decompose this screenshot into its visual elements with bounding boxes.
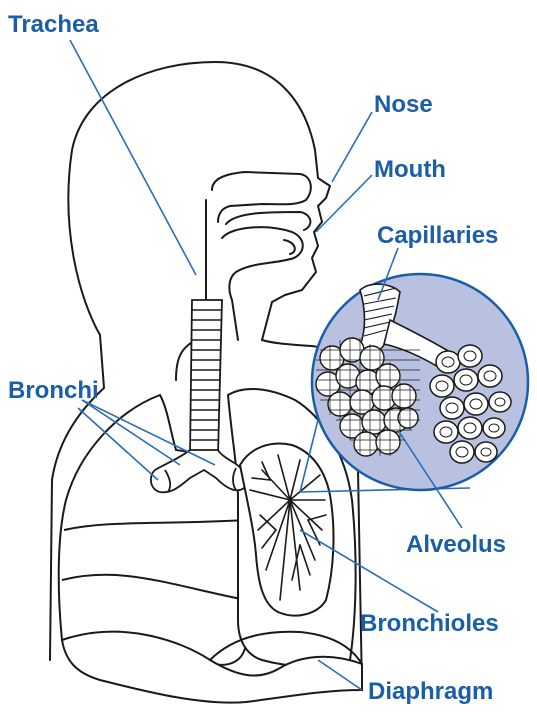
label-trachea: Trachea [8,11,99,38]
label-capillaries: Capillaries [377,222,498,249]
label-bronchi: Bronchi [8,377,99,404]
trachea-leader [70,40,196,275]
label-bronchioles: Bronchioles [360,610,499,637]
label-mouth: Mouth [374,156,446,183]
label-alveolus: Alveolus [406,531,506,558]
trachea [190,300,222,455]
nose-leader [332,112,372,182]
label-nose: Nose [374,91,433,118]
alveoli-magnifier [312,274,528,490]
label-diaphragm: Diaphragm [368,678,493,705]
mouth-leader [316,175,372,232]
